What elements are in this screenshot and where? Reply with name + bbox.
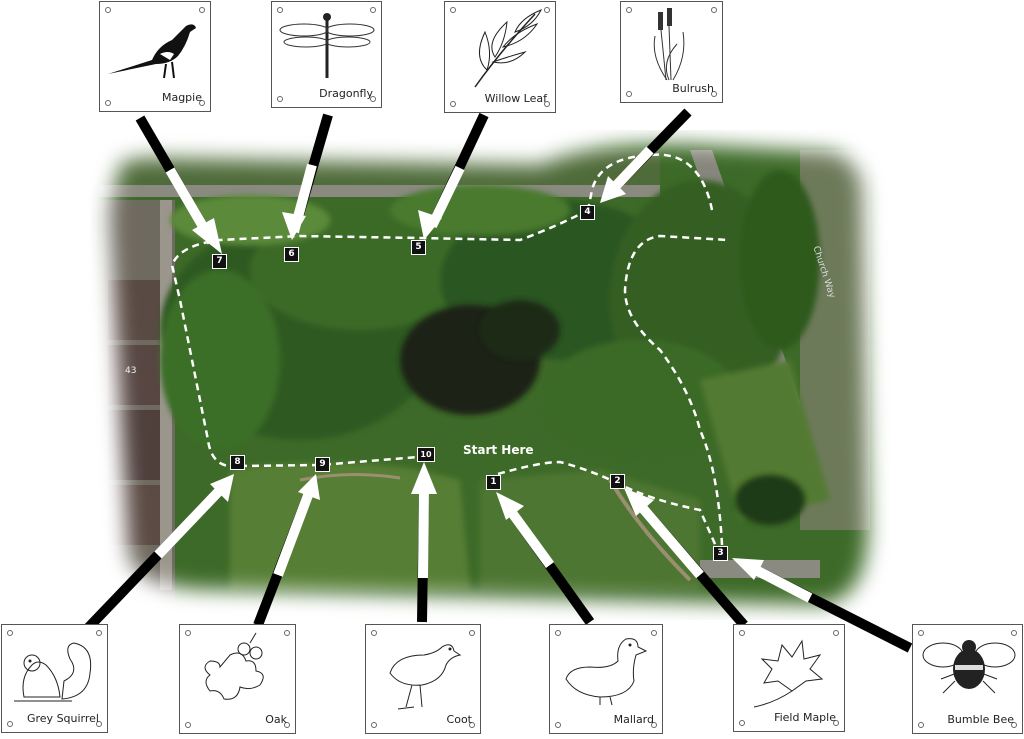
card-label: Bulrush [672,82,714,95]
card-magpie[interactable]: Magpie [99,1,211,112]
card-label: Grey Squirrel [26,712,99,725]
walking-route [170,153,729,561]
stop-marker-2[interactable]: 2 [610,474,625,489]
card-dragonfly[interactable]: Dragonfly [271,1,382,108]
dragonfly-icon [279,13,375,78]
bumble-bee-icon [922,640,1016,694]
stop-marker-3[interactable]: 3 [713,546,728,561]
stop-marker-8[interactable]: 8 [230,455,245,470]
card-field-maple[interactable]: Field Maple [733,624,845,732]
house-number-label: 43 [125,366,137,376]
map-imagery [90,130,890,620]
oak-leaf-icon [204,632,264,700]
card-mallard[interactable]: Mallard [549,624,663,734]
card-bulrush[interactable]: Bulrush [620,1,723,103]
card-label: Magpie [161,91,202,104]
magpie-icon [108,24,196,79]
stop-marker-7[interactable]: 7 [212,254,227,269]
card-grey-squirrel[interactable]: Grey Squirrel [1,624,108,733]
card-oak[interactable]: Oak [179,624,296,734]
mallard-icon [565,638,648,706]
pointer-arrows [84,108,913,653]
stop-marker-4[interactable]: 4 [580,205,595,220]
card-label: Willow Leaf [484,92,547,105]
stop-marker-10[interactable]: 10 [417,447,435,462]
card-label: Coot [446,713,472,726]
card-label: Mallard [613,713,654,726]
card-bumble-bee[interactable]: Bumble Bee [912,624,1023,734]
stop-marker-6[interactable]: 6 [284,247,299,262]
card-willow-leaf[interactable]: Willow Leaf [444,1,556,113]
field-maple-leaf-icon [753,639,824,708]
card-label: Oak [265,713,287,726]
card-coot[interactable]: Coot [365,624,481,734]
card-label: Field Maple [774,711,836,724]
stop-marker-5[interactable]: 5 [411,240,426,255]
stop-marker-1[interactable]: 1 [486,475,501,490]
bulrush-icon [653,8,685,81]
card-label: Bumble Bee [947,713,1014,726]
willow-leaf-icon [474,9,543,88]
card-label: Dragonfly [319,87,373,100]
grey-squirrel-icon [14,642,92,702]
start-here-label: Start Here [463,443,534,457]
stop-marker-9[interactable]: 9 [315,457,330,472]
coot-icon [389,644,462,710]
